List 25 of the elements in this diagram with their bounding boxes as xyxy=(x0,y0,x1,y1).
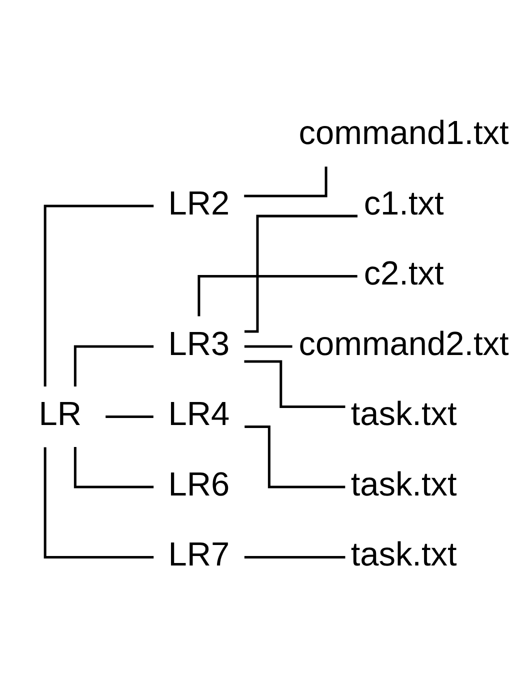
node-text: command2.txt xyxy=(298,325,509,362)
connector xyxy=(106,414,154,418)
node-text: c2.txt xyxy=(364,255,444,292)
node-text: LR4 xyxy=(168,396,230,433)
connector xyxy=(244,166,328,197)
connector xyxy=(244,214,358,332)
node-text: task.txt xyxy=(350,396,457,433)
connector xyxy=(74,446,154,488)
connector xyxy=(244,555,346,558)
node-text: LR7 xyxy=(168,536,230,574)
connector xyxy=(198,274,358,316)
connector xyxy=(74,344,154,386)
node-text: LR3 xyxy=(168,325,230,362)
node-text: task.txt xyxy=(350,536,457,574)
connector xyxy=(44,446,154,558)
node-text: command1.txt xyxy=(298,114,509,152)
node-text: task.txt xyxy=(350,466,457,503)
connector xyxy=(244,425,346,488)
node-text: LR xyxy=(38,396,82,433)
node-text: c1.txt xyxy=(364,184,444,222)
node-text: LR6 xyxy=(168,466,230,503)
node-text: LR2 xyxy=(168,184,230,222)
connector xyxy=(44,204,154,386)
connector xyxy=(244,360,346,408)
connector xyxy=(244,344,292,348)
